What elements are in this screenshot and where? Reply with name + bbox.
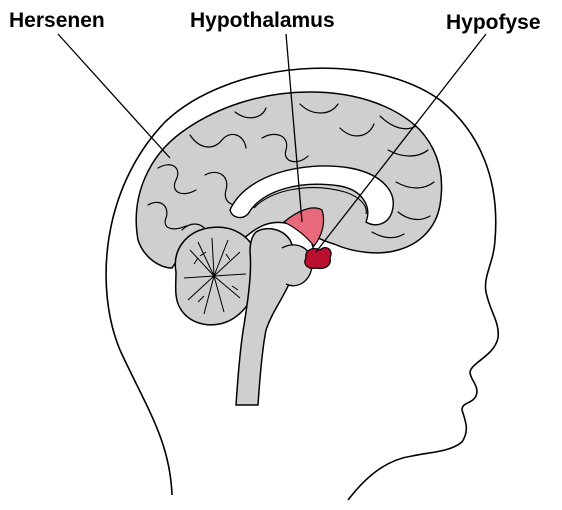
label-hersenen: Hersenen — [9, 10, 105, 31]
label-hypothalamus: Hypothalamus — [190, 10, 335, 31]
label-hypofyse: Hypofyse — [446, 12, 541, 33]
pituitary-gland — [305, 248, 331, 269]
leader-line-hersenen — [58, 34, 170, 158]
